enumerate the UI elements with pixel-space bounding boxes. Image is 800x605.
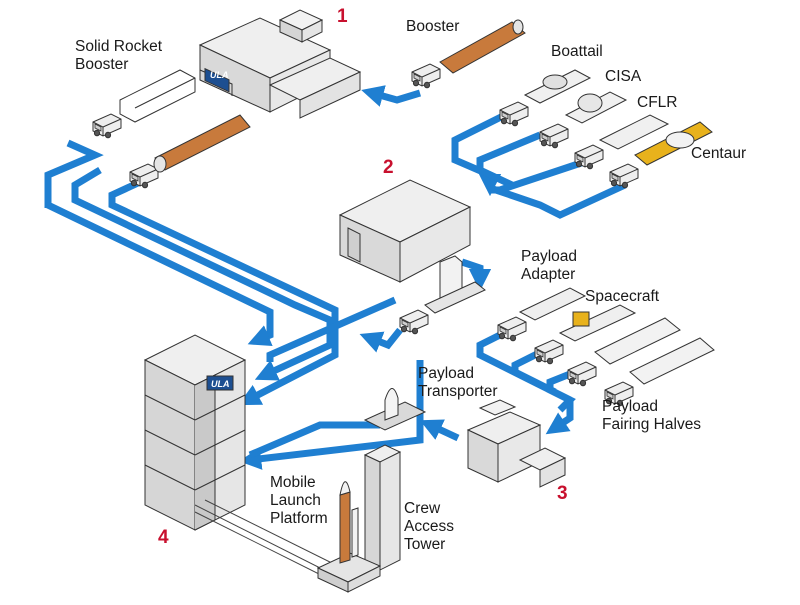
route-payload-adapter-down — [359, 327, 403, 353]
mobile-launch-platform-icon — [316, 481, 382, 593]
centaur-truck-icon — [609, 121, 713, 189]
step-number-2: 2 — [383, 157, 394, 178]
spacecraft-truck-icon — [534, 304, 637, 365]
label-cisa: CISA — [605, 68, 642, 85]
building-1-icon — [198, 9, 362, 119]
route-stage2-to-mlp — [238, 360, 424, 470]
label-crew-access-tower: Crew Access Tower — [404, 500, 454, 553]
fairing-half-a-truck-icon — [567, 317, 681, 387]
building-4-vif-icon — [143, 334, 247, 531]
route-hangar2-to-adapter — [460, 258, 492, 292]
label-cflr: CFLR — [637, 94, 678, 111]
step-number-1: 1 — [337, 6, 348, 27]
payload-truck-a-icon — [497, 287, 587, 342]
srb-truck-loaded-icon — [129, 114, 251, 189]
fairing-half-b-truck-icon — [604, 337, 715, 407]
rail-tracks — [194, 499, 351, 583]
route-lower-to-mlp — [266, 296, 397, 362]
label-payload-fairing-halves: Payload Fairing Halves — [602, 398, 702, 433]
step-number-3: 3 — [557, 483, 568, 504]
payload-adapter-truck-icon — [399, 255, 486, 335]
logo-ula-building4: ULA — [211, 379, 230, 389]
route-upper-stage-d — [488, 181, 627, 219]
logo-ula-building1: ULA — [210, 70, 229, 80]
building-2-icon — [338, 179, 472, 283]
route-booster-to-hangar1 — [361, 85, 422, 107]
label-booster: Booster — [406, 18, 460, 35]
building-3-icon — [466, 399, 567, 488]
route-upper-stage-b — [476, 131, 542, 189]
route-srb-center — [71, 166, 334, 381]
label-payload-transporter: Payload Transporter — [418, 365, 498, 400]
label-payload-adapter: Payload Adapter — [521, 248, 578, 283]
route-payload-bundle-b — [511, 346, 557, 396]
label-spacecraft: Spacecraft — [585, 288, 660, 305]
cisa-truck-icon — [539, 91, 628, 149]
crew-access-tower-icon — [363, 444, 402, 571]
route-fairing-to-3 — [545, 400, 574, 435]
label-boattail: Boattail — [551, 43, 603, 60]
booster-vehicle-icon — [411, 19, 526, 89]
route-srb-inner — [108, 179, 339, 406]
label-centaur: Centaur — [691, 145, 747, 162]
cflr-truck-icon — [574, 114, 670, 170]
route-upper-stage-c — [490, 156, 592, 194]
route-transporter-to-mlp — [248, 421, 380, 459]
step-number-4: 4 — [158, 527, 169, 548]
label-solid-rocket-booster: Solid Rocket Booster — [75, 38, 163, 73]
route-payload-bundle-c — [546, 366, 582, 404]
boattail-truck-icon — [499, 69, 592, 127]
payload-transporter-icon — [363, 388, 427, 431]
route-lines — [44, 85, 627, 470]
srb-truck-empty-icon — [92, 69, 196, 139]
route-3-to-transporter — [419, 419, 460, 442]
label-mobile-launch-platform: Mobile Launch Platform — [270, 474, 328, 527]
